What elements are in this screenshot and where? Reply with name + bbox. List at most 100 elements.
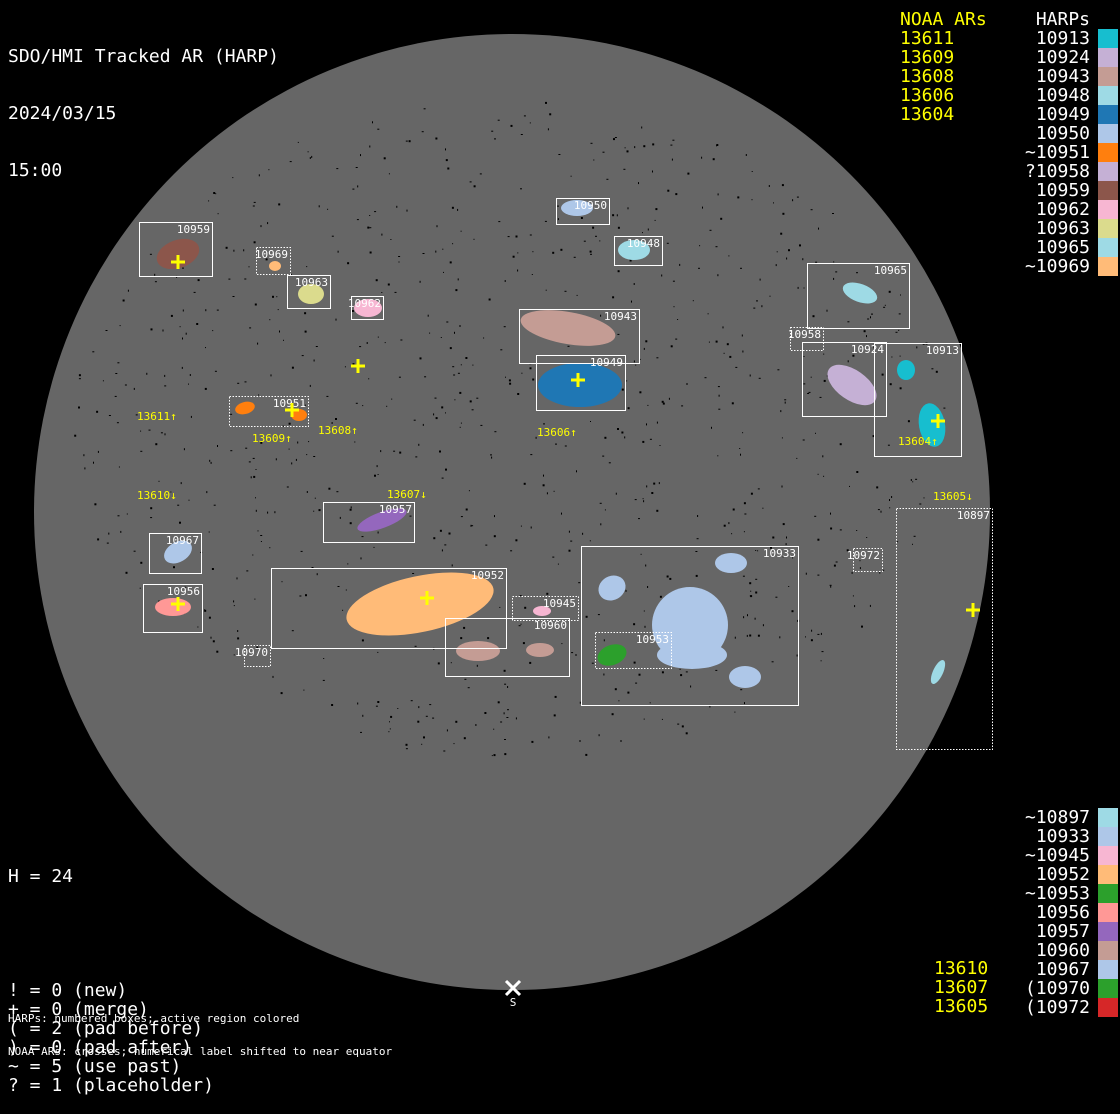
noaa-cross-icon [420, 591, 434, 605]
active-region-patch [538, 363, 622, 407]
color-swatch [1098, 846, 1118, 865]
harp-box [853, 548, 883, 572]
south-pole-marker-icon: S [504, 979, 522, 1009]
harp-box [556, 198, 610, 225]
harp-box [581, 546, 799, 706]
noaa-crosses [171, 255, 980, 617]
color-swatch [1098, 162, 1118, 181]
color-swatch [1098, 903, 1118, 922]
footer-line-1: HARPs: numbered boxes; active region col… [8, 1012, 300, 1025]
active-region-patch [357, 508, 407, 532]
color-swatch [1098, 808, 1118, 827]
noaa-cross-icon [171, 597, 185, 611]
harp-box-label: 10956 [167, 585, 200, 598]
active-region-patch [842, 282, 878, 304]
noaa-cross-icon [171, 255, 185, 269]
harp-box-label: 10897 [957, 509, 990, 522]
harp-box-label: 10953 [636, 633, 669, 646]
south-label: S [510, 996, 517, 1009]
harp-legend-item: ~10969 [1024, 256, 1090, 277]
active-region-patch [897, 360, 915, 380]
harp-box [323, 502, 415, 543]
active-region-patch [520, 310, 616, 346]
noaa-label: 13605↓ [933, 490, 973, 503]
harp-box-label: 10958 [788, 328, 821, 341]
stat-line: ! = 0 (new) [8, 980, 128, 1001]
harp-boxes: 1095910969109631096210950109481094310949… [139, 198, 993, 750]
harp-heading: HARPs [1035, 9, 1090, 30]
active-region-patch [597, 644, 627, 666]
noaa-legend-item: 13608 [900, 66, 955, 87]
noaa-cross-icon [351, 359, 365, 373]
active-region-patch [269, 261, 281, 271]
harp-box [143, 584, 203, 633]
harp-box-label: 10952 [471, 569, 504, 582]
harp-box-label: 10943 [604, 310, 637, 323]
magnetogram-speckles [74, 101, 946, 757]
harp-legend-item: 10962 [1035, 199, 1090, 220]
harp-box-label: 10963 [295, 276, 328, 289]
noaa-legend-item: 13610 [934, 958, 989, 979]
color-swatch [1098, 48, 1118, 67]
harp-legend-item: 10949 [1035, 104, 1090, 125]
harp-box [287, 275, 331, 309]
noaa-label: 13609↑ [252, 432, 292, 445]
color-swatch [1098, 257, 1118, 276]
active-region-patch [298, 284, 324, 304]
harp-box [244, 645, 271, 667]
harp-box [802, 342, 887, 417]
harp-box-label: 10950 [574, 199, 607, 212]
active-region-patch [156, 238, 200, 270]
harp-box-label: 10948 [627, 237, 660, 250]
active-region-patch [346, 572, 494, 636]
harp-legend-item: 10924 [1035, 47, 1090, 68]
noaa-legend-item: 13607 [934, 977, 989, 998]
harp-box [790, 327, 824, 351]
color-swatch [1098, 29, 1118, 48]
noaa-label: 13608↑ [318, 424, 358, 437]
harp-box-label: 10972 [847, 549, 880, 562]
noaa-cross-icon [966, 603, 980, 617]
color-swatch [1098, 67, 1118, 86]
harp-legend-item: 10943 [1035, 66, 1090, 87]
harp-box [536, 355, 626, 411]
color-swatch [1098, 105, 1118, 124]
noaa-label: 13607↓ [387, 488, 427, 501]
harp-box [271, 568, 507, 649]
color-swatch [1098, 960, 1118, 979]
color-swatch [1098, 941, 1118, 960]
harp-legend-item: 10963 [1035, 218, 1090, 239]
active-region-patch [715, 553, 747, 573]
harp-legend-item: 10948 [1035, 85, 1090, 106]
harp-legend-item: 10952 [1035, 864, 1090, 885]
harp-legend-item: ~10945 [1024, 845, 1090, 866]
footer-line-2: NOAA ARs: crosses; numerical label shift… [8, 1045, 393, 1058]
harp-box [519, 309, 640, 364]
harp-box [139, 222, 213, 277]
harp-box [595, 632, 672, 669]
active-region-patch [164, 540, 192, 564]
color-swatch [1098, 884, 1118, 903]
harp-box-label: 10962 [348, 297, 381, 310]
color-swatch [1098, 238, 1118, 257]
harp-box-label: 10949 [590, 356, 623, 369]
time: 15:00 [8, 160, 63, 181]
solar-disk-map: 1095910969109631096210950109481094310949… [34, 34, 993, 1009]
color-swatch [1098, 86, 1118, 105]
harp-box-label: 10970 [235, 646, 268, 659]
color-swatch [1098, 827, 1118, 846]
color-swatch [1098, 219, 1118, 238]
noaa-cross-icon [931, 414, 945, 428]
harp-box-label: 10945 [543, 597, 576, 610]
harp-legend-item: ~10951 [1024, 142, 1090, 163]
stats-panel: H = 24 ! = 0 (new)+ = 0 (merge)( = 2 (pa… [8, 829, 214, 1114]
active-region-patch [729, 666, 761, 688]
harp-legend-item: ~10953 [1024, 883, 1090, 904]
harp-box-label: 10969 [255, 248, 288, 261]
harp-box [874, 343, 962, 457]
harp-box [445, 618, 570, 677]
stat-line: ? = 1 (placeholder) [8, 1075, 214, 1096]
